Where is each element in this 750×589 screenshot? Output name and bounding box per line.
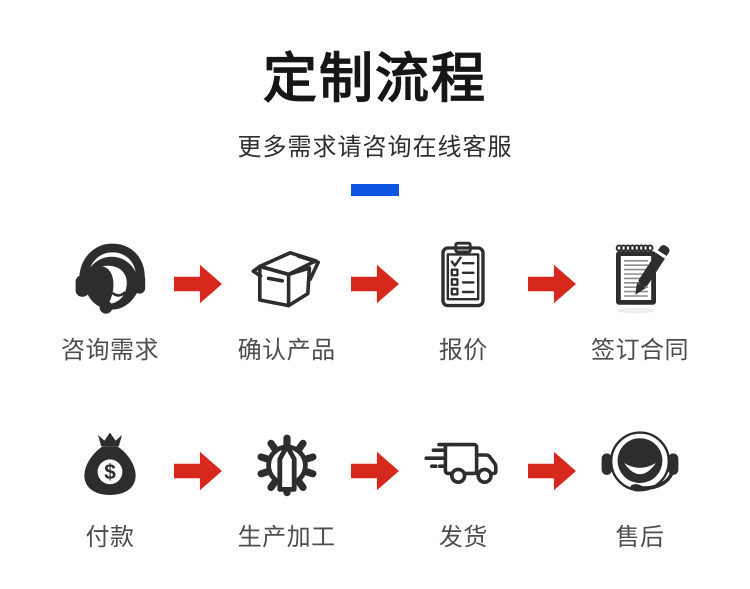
step-label: 付款	[85, 524, 135, 552]
arrow-right-icon	[350, 423, 399, 503]
arrow-right-icon	[174, 236, 223, 316]
step-label: 确认产品	[237, 337, 336, 365]
step-confirm-product: 确认产品	[223, 236, 351, 365]
arrow-right-icon	[527, 423, 576, 503]
step-label: 签订合同	[590, 337, 689, 365]
arrow-right-icon	[350, 236, 399, 316]
quotation-clipboard-icon	[423, 236, 503, 316]
contract-notepad-pen-icon	[600, 236, 680, 316]
flow-row-1: 咨询需求 确认产品	[0, 236, 750, 365]
step-label: 报价	[438, 337, 488, 365]
step-label: 咨询需求	[61, 337, 159, 365]
money-bag-icon: $	[70, 423, 150, 503]
step-label: 售后	[615, 524, 665, 552]
product-box-icon	[247, 236, 327, 316]
step-consult-needs: 咨询需求	[46, 236, 174, 365]
svg-text:$: $	[104, 461, 116, 484]
step-label: 生产加工	[237, 524, 336, 552]
step-production: 生产加工	[223, 423, 351, 552]
step-shipping: 发货	[399, 423, 527, 552]
arrow-right-icon	[174, 423, 223, 503]
after-sales-headset-icon	[600, 423, 680, 503]
flow-row-2: $ 付款	[0, 423, 750, 552]
page-title: 定制流程	[263, 49, 487, 109]
accent-underline	[351, 184, 399, 197]
header: 定制流程 更多需求请咨询在线客服	[0, 0, 750, 197]
gear-production-icon	[247, 423, 327, 503]
step-sign-contract: 签订合同	[576, 236, 704, 365]
subtitle: 更多需求请咨询在线客服	[237, 134, 513, 162]
step-payment: $ 付款	[46, 423, 174, 552]
arrow-right-icon	[527, 236, 576, 316]
step-label: 发货	[438, 524, 488, 552]
step-quotation: 报价	[399, 236, 527, 365]
step-after-sales: 售后	[576, 423, 704, 552]
customer-service-icon	[70, 236, 150, 316]
delivery-truck-icon	[423, 423, 503, 503]
